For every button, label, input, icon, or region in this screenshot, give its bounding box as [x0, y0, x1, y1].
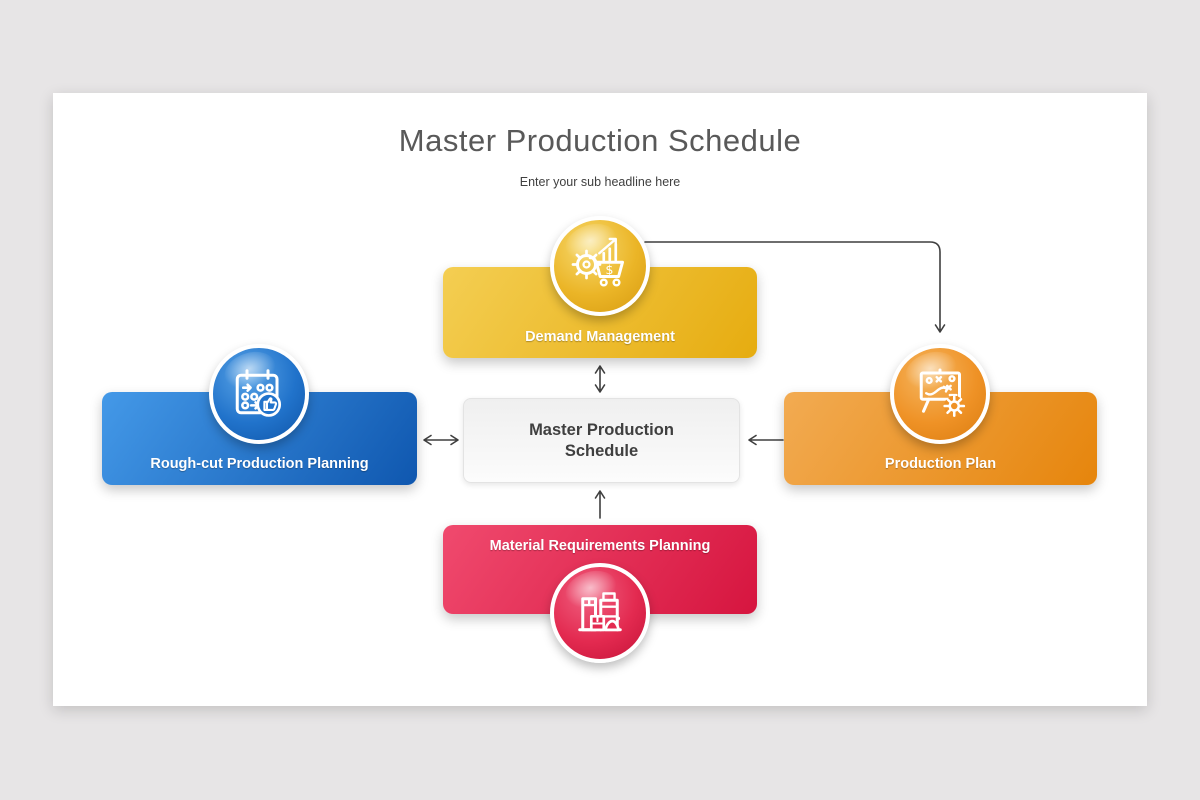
arrow-demand-to-productionplan-elbow	[644, 241, 946, 333]
page-subtitle: Enter your sub headline here	[519, 175, 681, 189]
node-rough-cut-label: Rough-cut Production Planning	[150, 456, 369, 472]
center-node-master-production-schedule: Master Production Schedule	[463, 398, 740, 483]
connector-arrows	[423, 241, 946, 519]
calendar-checklist-thumbs-up-icon	[235, 369, 282, 417]
demand-management-badge: $	[550, 216, 650, 316]
svg-text:$: $	[605, 263, 613, 278]
center-node-label-line1: Master Production	[529, 420, 674, 439]
rough-cut-badge	[209, 344, 309, 444]
node-demand-management-label: Demand Management	[525, 329, 675, 345]
arrow-demand-center-bidirectional	[594, 365, 606, 393]
node-production-plan-label: Production Plan	[884, 456, 997, 472]
arrow-mrp-to-center	[594, 490, 606, 519]
slide: Master Production Schedule Enter your su…	[53, 93, 1147, 706]
arrow-productionplan-to-center	[748, 434, 784, 446]
strategy-board-gear-icon	[919, 368, 966, 417]
node-mrp-label: Material Requirements Planning	[489, 538, 711, 554]
mrp-badge	[550, 563, 650, 663]
center-node-label-line2: Schedule	[564, 441, 639, 460]
gear-shopping-cart-growth-icon: $	[571, 237, 624, 287]
production-plan-badge	[890, 344, 990, 444]
arrow-roughcut-center-bidirectional	[423, 434, 459, 446]
page-title: Master Production Schedule	[398, 123, 802, 158]
warehouse-materials-icon	[578, 592, 622, 632]
